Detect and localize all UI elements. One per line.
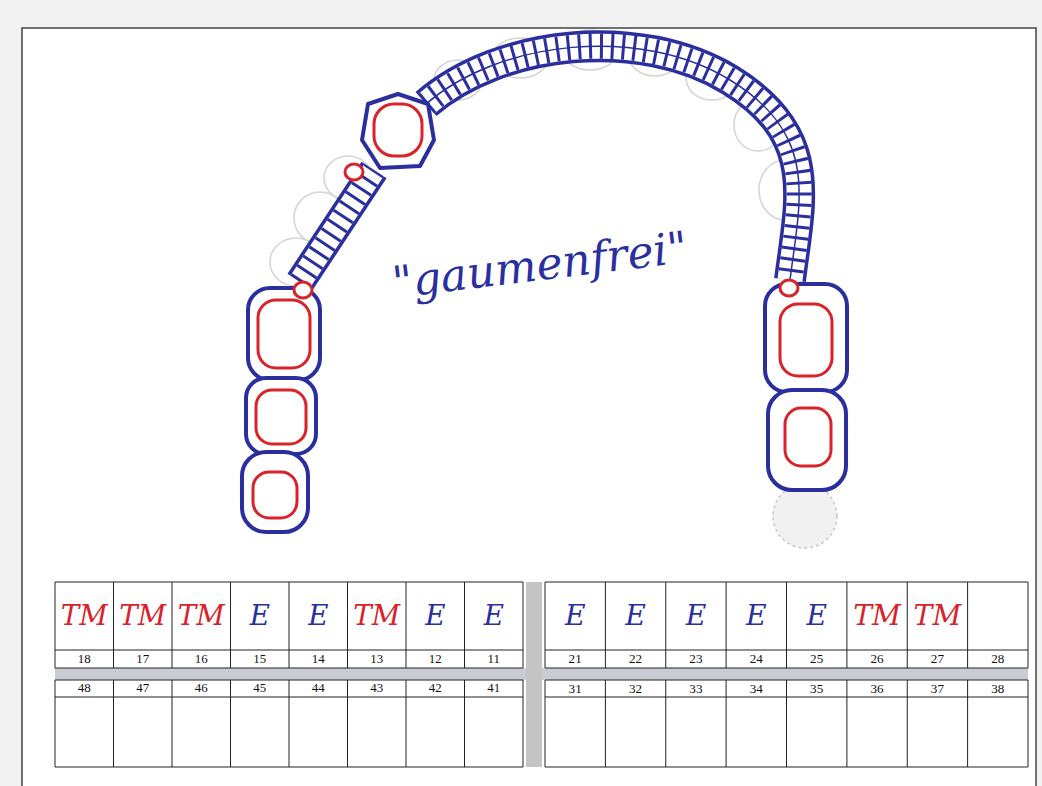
treatment-mark: E [289, 583, 348, 649]
tooth-number: 48 [55, 681, 114, 696]
crown-outline [248, 288, 320, 380]
treatment-mark: E [605, 583, 665, 649]
tooth-number: 22 [605, 651, 665, 667]
attachment [780, 280, 798, 296]
tooth-number: 35 [787, 681, 847, 696]
tooth-number: 15 [231, 651, 290, 667]
crown-inner [253, 104, 832, 518]
tooth-number: 21 [545, 651, 605, 667]
tooth-number: 26 [847, 651, 907, 667]
tooth-number: 12 [406, 651, 465, 667]
bridge-band [300, 170, 374, 282]
tooth-number: 37 [907, 681, 967, 696]
missing-tooth [773, 484, 837, 548]
crown-core [785, 408, 831, 466]
tooth-number: 13 [348, 651, 407, 667]
tooth-number: 44 [289, 681, 348, 696]
tooth-number: 28 [968, 651, 1028, 667]
treatment-mark: E [406, 583, 465, 649]
attachment [294, 282, 312, 298]
crown-core [253, 472, 297, 518]
treatment-mark: E [231, 583, 290, 649]
treatment-mark: E [666, 583, 726, 649]
crown-outline [246, 378, 316, 454]
tooth-number: 31 [545, 681, 605, 696]
tooth-number: 23 [666, 651, 726, 667]
tooth-number: 25 [787, 651, 847, 667]
treatment-mark: TM [348, 583, 407, 649]
tooth-number: 27 [907, 651, 967, 667]
crown-outline [242, 452, 308, 532]
tooth-number: 45 [231, 681, 290, 696]
tooth-number: 17 [114, 651, 173, 667]
treatment-mark: E [726, 583, 786, 649]
tooth-number: 34 [726, 681, 786, 696]
frame [22, 28, 1036, 786]
crown-outline [768, 390, 846, 490]
treatment-mark: E [787, 583, 847, 649]
tooth-number: 11 [465, 651, 524, 667]
tooth-number: 24 [726, 651, 786, 667]
bridge-left [300, 170, 374, 282]
crown-outline [765, 284, 847, 392]
crown-core [256, 390, 306, 444]
treatment-mark: TM [847, 583, 907, 649]
tooth-number: 33 [666, 681, 726, 696]
tooth-number: 42 [406, 681, 465, 696]
tooth-number: 38 [968, 681, 1028, 696]
bridge-hatch [300, 170, 374, 282]
tooth-number: 43 [348, 681, 407, 696]
treatment-mark: TM [172, 583, 231, 649]
tooth-number: 36 [847, 681, 907, 696]
treatment-mark: TM [907, 583, 967, 649]
attachment [345, 164, 363, 180]
tooth-number: 16 [172, 651, 231, 667]
treatment-mark: TM [114, 583, 173, 649]
tooth-number: 18 [55, 651, 114, 667]
crown-outline [362, 94, 434, 168]
crown-core [258, 300, 310, 368]
tooth-number: 46 [172, 681, 231, 696]
treatment-mark: E [545, 583, 605, 649]
treatment-mark: E [465, 583, 524, 649]
tooth-number: 14 [289, 651, 348, 667]
crown-core [780, 304, 832, 376]
tooth-number: 47 [114, 681, 173, 696]
crown-core [374, 104, 422, 156]
crown-outlines [242, 94, 847, 532]
tooth-number: 41 [465, 681, 524, 696]
treatment-mark: TM [55, 583, 114, 649]
tooth-number: 32 [605, 681, 665, 696]
table-grid [55, 582, 1028, 767]
bridge-band [300, 170, 374, 282]
table-divider [526, 582, 542, 767]
